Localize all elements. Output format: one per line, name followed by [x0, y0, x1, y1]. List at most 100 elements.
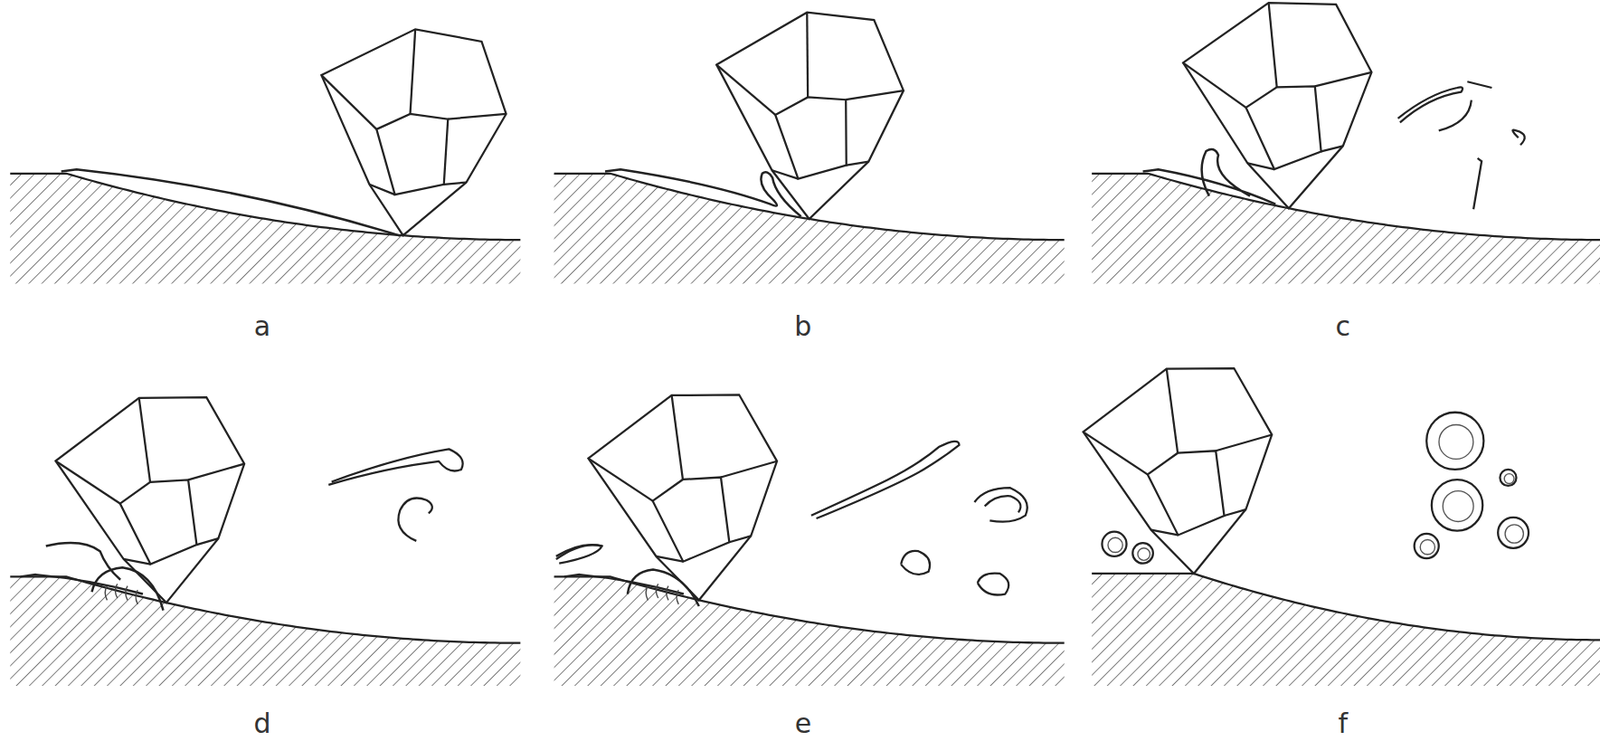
grain-edge	[587, 447, 653, 512]
workpiece-surface	[9, 576, 521, 643]
panel-letter: e	[795, 710, 812, 738]
chip-debris	[1512, 130, 1525, 146]
panel-art	[1074, 351, 1600, 687]
molten-sphere	[1497, 517, 1529, 549]
abrasive-grain	[579, 378, 801, 616]
panel-letter: c	[1334, 312, 1351, 341]
abrasive-grain	[1175, 0, 1391, 221]
panel-art	[1091, 0, 1600, 285]
chip-strip	[61, 169, 401, 236]
grain-edge	[1161, 369, 1183, 454]
grain-face	[1145, 445, 1231, 540]
chip-debris	[1473, 158, 1482, 209]
workpiece-surface	[1091, 173, 1600, 240]
workpiece-hatch	[1091, 173, 1600, 285]
chip-shear-lines	[645, 586, 648, 601]
chip-debris	[397, 497, 432, 540]
grain-face	[116, 474, 203, 569]
panel-letter: d	[253, 710, 271, 738]
grain-edge	[447, 113, 506, 120]
grain-edge	[716, 60, 776, 119]
grain-edge	[1214, 434, 1273, 451]
sphere-ring	[1439, 425, 1474, 460]
chip-debris	[1439, 100, 1472, 132]
grain-edge	[1314, 72, 1373, 87]
workpiece-hatch	[1091, 573, 1600, 686]
molten-sphere	[1426, 412, 1484, 470]
sphere-ring	[1505, 524, 1524, 543]
grain-edge	[1183, 54, 1247, 117]
abrasive-grain	[321, 28, 506, 236]
grain-edge	[369, 184, 395, 195]
grain-outline	[47, 380, 268, 619]
grain-edge	[1151, 524, 1179, 540]
chip-shear-lines	[125, 586, 128, 601]
grain-edge	[802, 12, 814, 98]
chip-debris	[811, 441, 960, 519]
grain-edge	[772, 168, 799, 180]
chip-shear-lines	[655, 583, 658, 598]
molten-sphere	[1414, 533, 1440, 559]
grain-edge	[1263, 2, 1282, 87]
grain-edge	[846, 161, 870, 166]
sphere-ring	[1442, 491, 1474, 522]
panel-art	[9, 380, 521, 686]
grain-edge	[1247, 159, 1275, 174]
chip-shear-lines	[104, 586, 107, 601]
panel-letter: a	[254, 312, 271, 341]
molten-sphere	[1431, 479, 1483, 531]
grain-outline	[1175, 0, 1391, 221]
grain-edge	[56, 450, 121, 514]
grain-edge	[196, 538, 219, 545]
chip-debris	[900, 550, 930, 575]
panel-art	[9, 28, 521, 284]
grain-edge	[123, 553, 152, 569]
chip-shear-lines	[135, 589, 138, 605]
chip-strip	[1143, 149, 1277, 205]
chip-debris	[977, 573, 1009, 596]
chip-strip	[605, 169, 802, 217]
chip-debris	[984, 495, 1022, 512]
grain-face	[649, 472, 736, 566]
chip-debris	[1398, 86, 1463, 123]
grain-edge	[444, 182, 467, 185]
grain-edge	[728, 535, 752, 542]
grain-edge	[1083, 421, 1148, 485]
workpiece-surface	[9, 173, 521, 240]
abrasive-grain	[47, 380, 268, 619]
chip-debris	[328, 448, 463, 484]
grain-outline	[579, 378, 801, 616]
grain-outline	[321, 28, 506, 236]
grain-edge	[655, 551, 683, 567]
panel-letter: f	[1337, 710, 1348, 738]
panel-art	[554, 6, 1065, 285]
molten-sphere	[1101, 531, 1127, 557]
chip-strip	[20, 542, 164, 611]
sphere-ring	[1107, 537, 1123, 552]
molten-sphere	[1499, 469, 1516, 486]
grain-face	[774, 94, 852, 180]
panel-letter: b	[794, 312, 812, 341]
chip-strip	[556, 544, 700, 606]
chip-shear-lines	[114, 583, 117, 598]
molten-sphere	[1132, 542, 1154, 564]
grain-edge	[666, 395, 688, 480]
abrasive-grain	[713, 6, 913, 226]
panel-art	[554, 378, 1065, 686]
grain-edge	[845, 90, 905, 100]
workpiece-hatch	[9, 576, 521, 686]
grain-face	[376, 113, 448, 195]
workpiece-surface	[554, 576, 1065, 643]
grain-edge	[321, 75, 377, 130]
grain-edge	[410, 28, 417, 114]
abrasive-grain	[1074, 351, 1296, 590]
chip-shear-lines	[676, 589, 679, 605]
chip-debris	[974, 487, 1027, 521]
grain-edge	[719, 461, 778, 478]
sphere-ring	[1420, 539, 1435, 555]
grain-face	[1243, 81, 1327, 172]
grain-edge	[133, 397, 155, 483]
chip-debris	[1467, 81, 1492, 88]
